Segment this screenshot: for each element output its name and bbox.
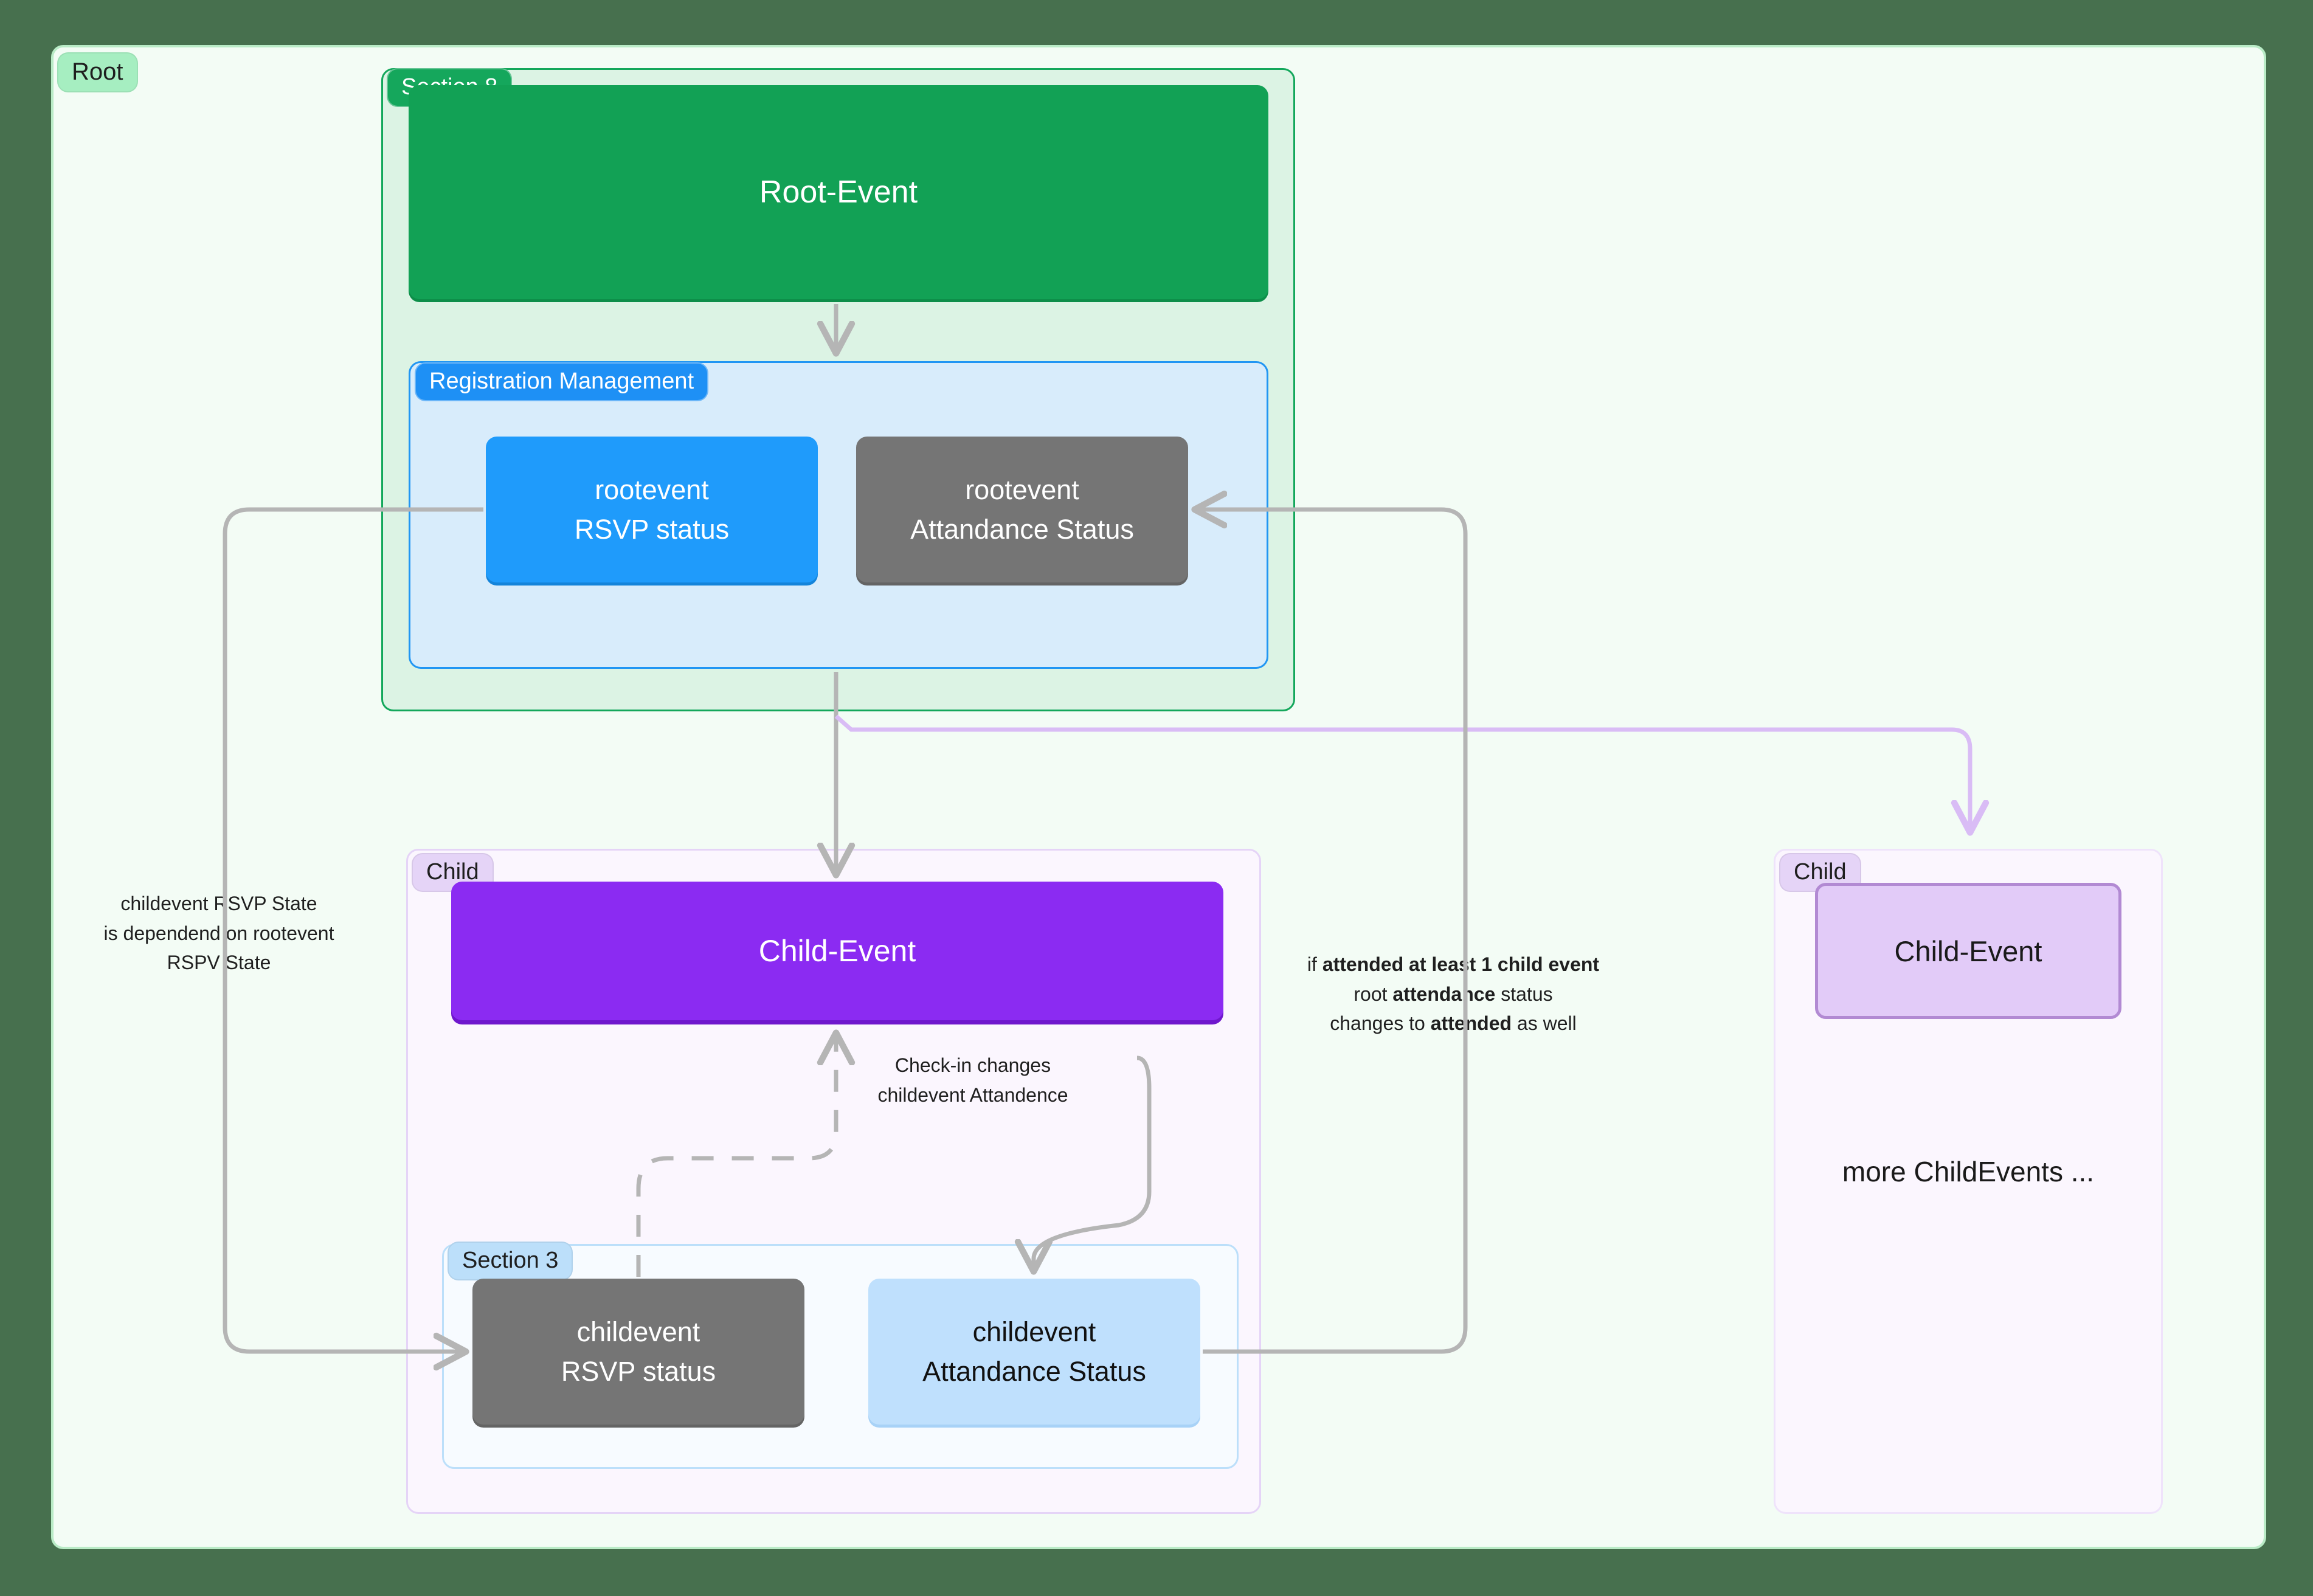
node-child-event-right[interactable]: Child-Event — [1815, 883, 2121, 1019]
node-rootevent-rsvp-line1: rootevent — [595, 474, 709, 505]
annotation-attendance-rule-line3: changes to attended as well — [1295, 1009, 1611, 1038]
root-group-badge: Root — [57, 52, 138, 92]
annotation-attendance-rule: if attended at least 1 child event root … — [1295, 950, 1611, 1038]
node-rootevent-attendance-status[interactable]: rootevent Attandance Status — [856, 437, 1188, 582]
annotation-line1-bold: attended at least 1 child event — [1322, 953, 1600, 975]
annotation-checkin: Check-in changes childevent Attandence — [851, 1051, 1094, 1110]
child-group-right-badge: Child — [1779, 853, 1861, 892]
node-rootevent-rsvp-line2: RSVP status — [574, 514, 730, 545]
annotation-checkin-line1: Check-in changes — [894, 1054, 1051, 1076]
annotation-rsvp-dependency-line1: childevent RSVP State — [120, 893, 317, 914]
annotation-line3-plain-b: as well — [1512, 1012, 1577, 1035]
node-root-event-label: Root-Event — [759, 174, 918, 210]
node-rootevent-attendance-line2: Attandance Status — [910, 514, 1134, 545]
annotation-rsvp-dependency: childevent RSVP State is dependend on ro… — [73, 889, 365, 978]
node-child-event-right-label: Child-Event — [1894, 934, 2042, 967]
annotation-line2-plain-a: root — [1354, 983, 1393, 1005]
annotation-line3-bold: attended — [1430, 1012, 1512, 1035]
node-rootevent-attendance-line1: rootevent — [965, 474, 1079, 505]
annotation-line3-plain-a: changes to — [1330, 1012, 1431, 1035]
node-childevent-attendance-line2: Attandance Status — [922, 1356, 1146, 1387]
node-child-event-left-label: Child-Event — [758, 934, 916, 968]
node-childevent-rsvp-line1: childevent — [576, 1316, 700, 1347]
annotation-attendance-rule-line1: if attended at least 1 child event — [1295, 950, 1611, 979]
annotation-rsvp-dependency-line2: is dependend on rootevent — [103, 922, 334, 944]
annotation-line1-plain: if — [1307, 953, 1322, 975]
more-childevents-label: more ChildEvents ... — [1842, 1156, 2095, 1187]
registration-management-badge: Registration Management — [415, 362, 709, 401]
annotation-checkin-line2: childevent Attandence — [877, 1083, 1068, 1106]
section3-badge: Section 3 — [448, 1242, 573, 1280]
annotation-line2-bold: attendance — [1392, 983, 1496, 1005]
node-childevent-attendance-status[interactable]: childevent Attandance Status — [868, 1279, 1200, 1425]
annotation-line2-plain-b: status — [1495, 983, 1553, 1005]
annotation-attendance-rule-line2: root attendance status — [1295, 979, 1611, 1009]
annotation-rsvp-dependency-line3: RSPV State — [167, 952, 271, 974]
node-childevent-attendance-line1: childevent — [972, 1316, 1096, 1347]
node-child-event-left[interactable]: Child-Event — [451, 882, 1223, 1020]
node-rootevent-rsvp-status[interactable]: rootevent RSVP status — [486, 437, 818, 582]
node-childevent-rsvp-status[interactable]: childevent RSVP status — [472, 1279, 804, 1425]
node-root-event[interactable]: Root-Event — [409, 85, 1268, 299]
node-childevent-rsvp-line2: RSVP status — [561, 1356, 716, 1387]
